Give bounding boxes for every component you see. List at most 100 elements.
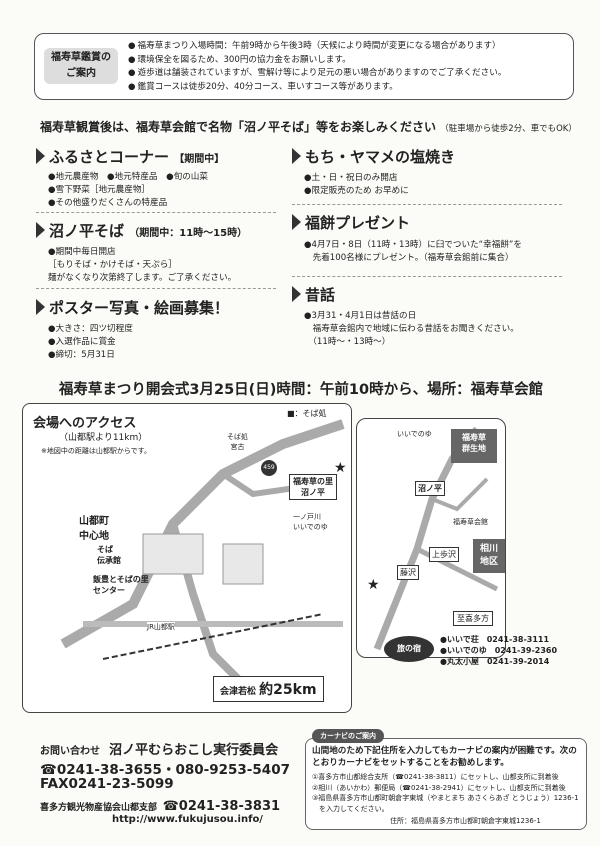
intro-main: 福寿草観賞後は、福寿草会館で名物「沼ノ平そば」等をお楽しみください bbox=[40, 120, 437, 134]
inn-row: ●いいで荘 0241-38-3111 bbox=[440, 635, 550, 644]
section-line: ●その他盛りだくさんの特産品 bbox=[48, 198, 168, 208]
section-line: ［もりそば・かけそば・天ぷら］ bbox=[48, 260, 177, 270]
arrow-icon bbox=[292, 148, 301, 164]
shiro-label: 至喜多方 bbox=[453, 611, 493, 626]
kitakata-label: 喜多方観光物産協会山都支部 bbox=[40, 803, 158, 813]
section-line: ●土・日・祝日のみ開店 bbox=[304, 173, 398, 183]
contact-fax: FAX0241-23-5099 bbox=[40, 776, 174, 792]
contact-header: お問い合わせ 沼ノ平むらおこし実行委員会 bbox=[40, 739, 278, 758]
section-line: 麺がなくなり次第終了します。ご了承ください。 bbox=[48, 273, 237, 283]
carnav-item: ③福島県喜多方市山都町朝倉字東城（やまとまち あさくらあざ とうじょう）1236… bbox=[312, 794, 579, 802]
section-title: ふるさとコーナー bbox=[49, 148, 170, 166]
access-map: 会場へのアクセス （山都駅より11km） ※地図中の距離は山都駅からです。 ■：… bbox=[22, 403, 352, 713]
section-title: ポスター写真・絵画募集！ bbox=[49, 299, 230, 317]
inn-badge: 旅の宿 bbox=[384, 636, 434, 662]
town-center-label: 山都町 中心地 bbox=[79, 512, 109, 542]
carnav-item: ①喜多方市山都総合支所（☎0241-38-3811）にセットし、山都支所に到着後 bbox=[312, 773, 559, 781]
inn-list: ●いいで荘 0241-38-3111 ●いいでのゆ 0241-39-2360 ●… bbox=[440, 634, 557, 667]
area-label: 相川 地区 bbox=[473, 539, 505, 573]
section-line: ●4月7日・8日（11時・13時）に臼でついた“幸福餅”を bbox=[304, 240, 522, 250]
section-title: もち・ヤマメの塩焼き bbox=[305, 148, 456, 166]
aizu-label: 会津若松 約25km bbox=[213, 676, 324, 702]
inn-row: ●丸太小屋 0241-39-2014 bbox=[440, 657, 550, 666]
section-fukumochi: 福餅プレゼント ●4月7日・8日（11時・13時）に臼でついた“幸福餅”を 先着… bbox=[292, 212, 572, 265]
arrow-icon bbox=[36, 148, 45, 164]
aizu-text: 会津若松 bbox=[220, 687, 257, 697]
intro-line: 福寿草観賞後は、福寿草会館で名物「沼ノ平そば」等をお楽しみください （駐車場から… bbox=[40, 118, 577, 135]
section-line: ●期間中毎日開店 bbox=[48, 247, 116, 257]
guide-label: 福寿草鑑賞の ご案内 bbox=[44, 48, 118, 84]
map-legend: ■：そば処 bbox=[287, 409, 327, 418]
divider bbox=[292, 276, 562, 277]
section-mochi: もち・ヤマメの塩焼き ●土・日・祝日のみ開店 ●限定販売のため お早めに bbox=[292, 146, 562, 198]
section-line: ●3月31・4月1日は昔話の日 bbox=[304, 311, 417, 321]
guide-item: 鑑賞コースは徒歩20分、40分コース、車いすコース等があります。 bbox=[128, 81, 568, 95]
ceremony-banner: 福寿草まつり開会式3月25日(日)時間：午前10時から、場所：福寿草会館 bbox=[58, 382, 544, 398]
jr-label: JR山都駅 bbox=[147, 622, 175, 632]
gunsei-label: 福寿草 群生地 bbox=[451, 429, 497, 463]
section-title: 福餅プレゼント bbox=[305, 214, 411, 232]
carnav-item: を入力してください。 bbox=[312, 804, 389, 813]
intro-note: （駐車場から徒歩2分、車でもOK） bbox=[440, 124, 577, 134]
guide-list: 福寿草まつり入場時間：午前9時から午後3時（天候により時間が変更になる場合があり… bbox=[128, 40, 568, 94]
fuchi-label: そば 伝承館 bbox=[97, 545, 121, 565]
center-label: 飯豊とそばの里 センター bbox=[93, 575, 149, 595]
fujisawa-label: 藤沢 bbox=[397, 565, 419, 580]
section-tag: 【期間中】 bbox=[174, 154, 225, 165]
ikoi2-label: いいでのゆ bbox=[397, 430, 432, 438]
guide-item: 環境保全を図るため、300円の協力金をお願いします。 bbox=[128, 54, 568, 68]
map-title: 会場へのアクセス bbox=[33, 416, 137, 431]
ikoi-label: 一ノ戸川 いいでのゆ bbox=[293, 513, 328, 531]
section-line: 福寿草会館内で地域に伝わる昔話をお聞きください。 bbox=[304, 324, 519, 334]
section-line: ●限定販売のため お早めに bbox=[304, 186, 409, 196]
star-icon: ★ bbox=[334, 460, 347, 476]
section-furusato: ふるさとコーナー 【期間中】 ●地元農産物 ●地元特産品 ●旬の山菜 ●雪下野菜… bbox=[36, 146, 276, 210]
section-title: 沼ノ平そば bbox=[49, 222, 125, 240]
inn-row: ●いいでのゆ 0241-39-2360 bbox=[440, 646, 558, 655]
section-title: 昔話 bbox=[305, 286, 336, 304]
arrow-icon bbox=[292, 214, 301, 230]
route-459-badge: 459 bbox=[261, 460, 277, 476]
kamiyoshi-label: 上歩沢 bbox=[429, 547, 459, 562]
map-roads bbox=[60, 419, 345, 697]
map-note: ※地図中の距離は山都駅からです。 bbox=[41, 447, 151, 455]
carnav-items: ①喜多方市山都総合支所（☎0241-38-3811）にセットし、山都支所に到着後… bbox=[312, 772, 582, 814]
kitakata-tel: ☎0241-38-3831 bbox=[162, 799, 281, 814]
aikawa-map: 福寿草 群生地 沼ノ平 福寿草会館 いいでのゆ 上歩沢 相川 地区 藤沢 至喜多… bbox=[356, 418, 506, 658]
arrow-icon bbox=[36, 299, 45, 315]
contact-label: お問い合わせ bbox=[40, 746, 100, 757]
section-line: 先着100名様にプレゼント。（福寿草会館前に集合） bbox=[304, 253, 514, 263]
divider bbox=[36, 212, 276, 213]
section-line: （11時〜・13時〜） bbox=[304, 337, 391, 347]
kaikan2-label: 福寿草会館 bbox=[453, 518, 488, 526]
divider bbox=[292, 204, 562, 205]
section-line: ●雪下野菜［地元農産物］ bbox=[48, 185, 151, 195]
section-line: ●大きさ：四ツ切程度 bbox=[48, 324, 133, 334]
arrow-icon bbox=[292, 286, 301, 302]
divider bbox=[36, 288, 276, 289]
section-line: ●入選作品に賞金 bbox=[48, 337, 116, 347]
section-poster: ポスター写真・絵画募集！ ●大きさ：四ツ切程度 ●入選作品に賞金 ●締切：5月3… bbox=[36, 297, 286, 362]
carnav-address: 住所：福島県喜多方市山都町朝倉字東城1236-1 bbox=[390, 817, 541, 825]
carnav-badge: カーナビのご案内 bbox=[312, 729, 384, 743]
guide-item: 福寿草まつり入場時間：午前9時から午後3時（天候により時間が変更になる場合があり… bbox=[128, 40, 568, 54]
carnav-item: ②相川（あいかわ）郵便局（☎0241-38-2941）にセットし、山都支所に到着… bbox=[312, 783, 566, 792]
aizu-distance: 約25km bbox=[259, 682, 317, 698]
section-tag: （期間中：11時〜15時） bbox=[129, 228, 248, 239]
section-numanotaira: 沼ノ平そば （期間中：11時〜15時） ●期間中毎日開店 ［もりそば・かけそば・… bbox=[36, 220, 286, 285]
numa2-label: 沼ノ平 bbox=[415, 481, 445, 496]
carnav-box bbox=[305, 738, 587, 830]
arrow-icon bbox=[36, 222, 45, 238]
carnav-lead: 山間地のため下記住所を入力してもカーナビの案内が困難です。次のとおりカーナビをセ… bbox=[312, 746, 577, 768]
contact-org: 沼ノ平むらおこし実行委員会 bbox=[109, 743, 279, 758]
section-line: ●締切：5月31日 bbox=[48, 350, 115, 360]
section-line: ●地元農産物 ●地元特産品 ●旬の山菜 bbox=[48, 172, 208, 182]
map-subtitle: （山都駅より11km） bbox=[59, 433, 148, 443]
contact-kitakata: 喜多方観光物産協会山都支部 ☎0241-38-3831 bbox=[40, 795, 280, 814]
miyako-label: そば処 宮古 bbox=[227, 433, 248, 451]
contact-url[interactable]: http://www.fukujusou.info/ bbox=[112, 814, 263, 825]
guide-item: 遊歩道は舗装されていますが、雪解け等により足元の悪い場合がありますのでご了承くだ… bbox=[128, 67, 568, 81]
contact-tel: ☎0241-38-3655・080-9253-5407 bbox=[40, 762, 290, 778]
section-mukashi: 昔話 ●3月31・4月1日は昔話の日 福寿草会館内で地域に伝わる昔話をお聞きくだ… bbox=[292, 284, 572, 349]
numanotaira-label: 福寿草の里 沼ノ平 bbox=[289, 474, 337, 500]
